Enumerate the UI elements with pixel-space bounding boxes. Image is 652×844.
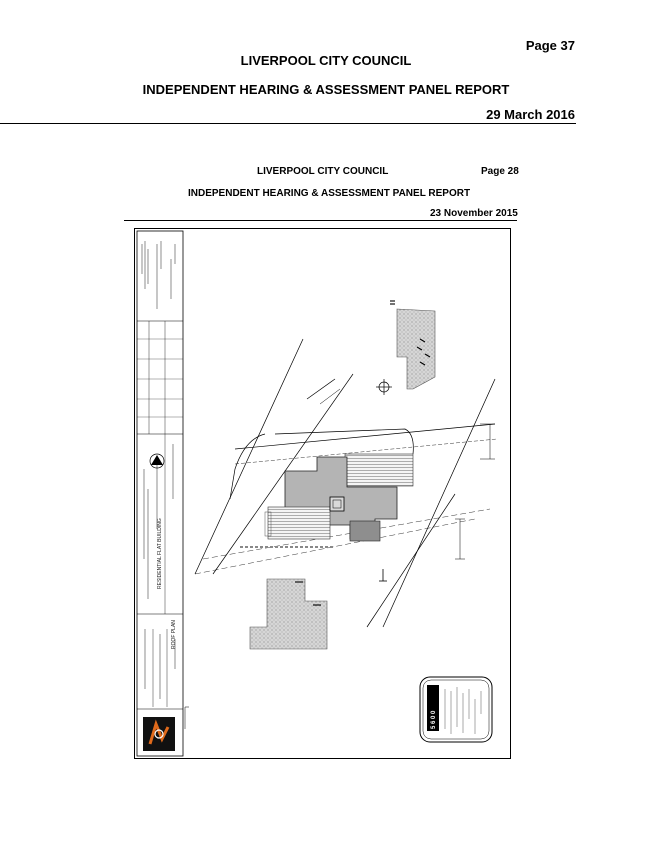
- certification-stamp: [419, 676, 493, 743]
- neighbour-building-south: [249, 578, 328, 650]
- dimension-lines: [319, 388, 495, 560]
- title-block: [136, 230, 184, 757]
- embedded-council-title: LIVERPOOL CITY COUNCIL: [257, 166, 389, 177]
- neighbour-markers: [295, 300, 431, 606]
- compass-icon: [376, 379, 392, 395]
- stamp-number: 5 6 0 0: [431, 710, 437, 729]
- street-boundaries: [194, 338, 498, 628]
- embedded-report-title: INDEPENDENT HEARING & ASSESSMENT PANEL R…: [188, 188, 471, 199]
- embedded-header-divider: [124, 220, 517, 221]
- council-title: LIVERPOOL CITY COUNCIL: [240, 53, 412, 68]
- embedded-report-date: 23 November 2015: [430, 208, 518, 219]
- report-date: 29 March 2016: [486, 107, 575, 122]
- roof-plan-drawing: RESIDENTIAL FLAT BUILDING ROOF PLAN 5 6 …: [134, 228, 511, 759]
- report-title: INDEPENDENT HEARING & ASSESSMENT PANEL R…: [142, 82, 510, 97]
- title-block-sheet: ROOF PLAN: [171, 620, 177, 649]
- north-arrow-icon: [149, 453, 165, 469]
- header-divider: [0, 123, 576, 124]
- page-number: Page 37: [525, 38, 575, 53]
- embedded-page-number: Page 28: [481, 166, 519, 177]
- proposed-building-roof: [240, 453, 414, 548]
- title-block-project: RESIDENTIAL FLAT BUILDING: [157, 518, 163, 589]
- site-plan-svg: [136, 230, 498, 757]
- neighbour-building-north: [396, 308, 436, 390]
